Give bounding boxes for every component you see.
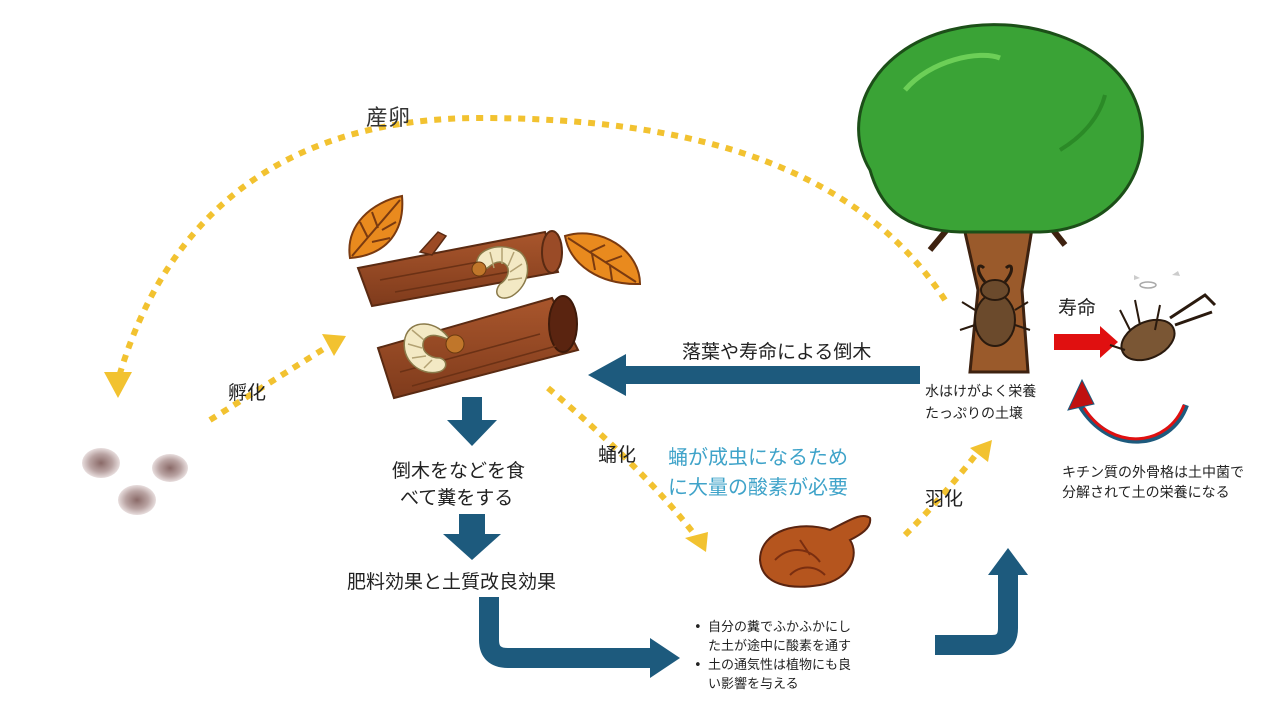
soil-right-arrowhead: [650, 638, 680, 678]
lifespan-arrow: [1054, 326, 1118, 358]
label-soil-1: 水はけがよく栄養: [925, 384, 1037, 400]
up-to-tree-arrow: [935, 572, 1018, 655]
label-fallen-tree: 落葉や寿命による倒木: [682, 341, 872, 363]
label-chitin-1: キチン質の外骨格は土中菌で: [1062, 465, 1244, 481]
eat-down-arrow: [447, 397, 497, 446]
oviposition-arrow: [115, 114, 948, 381]
label-larva-eats-2: べて糞をする: [400, 487, 514, 509]
bullet-text: 自分の糞でふかふかにし: [708, 620, 852, 635]
leaf-icon: [563, 232, 642, 286]
bullet-text: た土が途中に酸素を通す: [708, 639, 852, 654]
larva: [471, 246, 529, 299]
dead-beetle-icon: [1109, 271, 1217, 362]
label-pupation: 蛹化: [598, 444, 637, 466]
label-oviposition: 産卵: [366, 106, 411, 131]
bullet-item: • 土の通気性は植物にも良 い影響を与える: [694, 656, 851, 694]
bullet-mark: •: [694, 620, 702, 635]
label-chitin-2: 分解されて土の栄養になる: [1062, 485, 1230, 501]
bullet-text: 土の通気性は植物にも良: [708, 658, 852, 673]
leaf-icon: [348, 194, 404, 260]
stag-beetle-icon: [959, 264, 1031, 347]
egg: [118, 485, 156, 515]
label-eclosion: 羽化: [925, 488, 964, 510]
pupa-icon: [758, 514, 872, 588]
label-lifespan: 寿命: [1058, 297, 1097, 319]
fertilizer-down-arrow: [443, 514, 501, 560]
decompose-arrow: [1077, 403, 1189, 444]
hatching-arrowhead: [322, 334, 346, 356]
bullet-list: • 自分の糞でふかふかにし た土が途中に酸素を通す • 土の通気性は植物にも良 い影…: [694, 618, 851, 694]
eclosion-arrowhead: [970, 440, 992, 462]
label-larva-eats-1: 倒木をなどを食: [392, 460, 526, 482]
egg: [82, 448, 120, 478]
bullet-mark: •: [694, 658, 702, 673]
pupa-note-1: 蛹が成虫になるため: [668, 445, 848, 469]
bullet-item: • 自分の糞でふかふかにし た土が途中に酸素を通す: [694, 618, 851, 656]
decompose-arrowhead: [1067, 378, 1095, 411]
bullet-text: い影響を与える: [708, 677, 799, 692]
eclosion-arrow: [902, 450, 981, 538]
egg: [152, 454, 188, 482]
soil-right-arrow: [479, 597, 655, 668]
hatching-arrow: [208, 342, 332, 423]
pupation-arrow: [546, 385, 698, 537]
up-to-tree-arrowhead: [988, 548, 1028, 575]
fallen-tree-arrow: [588, 354, 920, 396]
pupa-note-2: に大量の酸素が必要: [668, 475, 848, 499]
label-soil-2: たっぷりの土壌: [925, 406, 1023, 422]
label-hatching: 孵化: [228, 382, 267, 404]
larva: [403, 323, 465, 374]
pupation-arrowhead: [685, 532, 708, 552]
oviposition-arrowhead: [104, 372, 132, 398]
label-fertilizer: 肥料効果と土質改良効果: [347, 571, 557, 593]
